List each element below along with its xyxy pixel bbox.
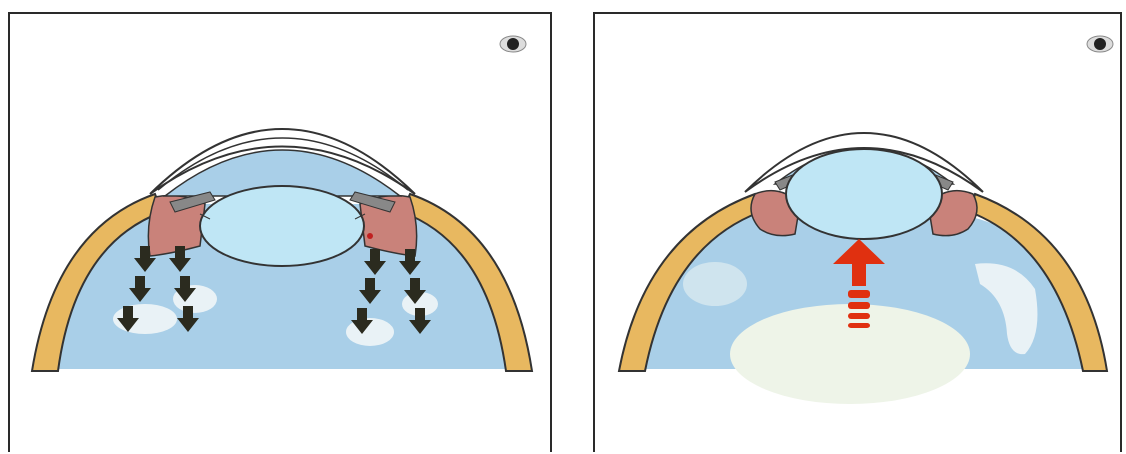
arrow-dash bbox=[848, 290, 870, 298]
arrow-dash bbox=[848, 323, 870, 328]
left-eye-diagram bbox=[10, 14, 554, 454]
arrow-dash bbox=[848, 313, 870, 319]
lens bbox=[786, 149, 942, 239]
eye-icon bbox=[1087, 36, 1113, 52]
lens bbox=[200, 186, 364, 266]
vitreous-patch bbox=[730, 304, 970, 404]
right-eye-diagram bbox=[595, 14, 1124, 454]
vitreous-patch bbox=[683, 262, 747, 306]
right-panel bbox=[593, 12, 1122, 452]
left-panel bbox=[8, 12, 552, 452]
arrow-dash bbox=[848, 302, 870, 309]
eye-icon bbox=[500, 36, 526, 52]
